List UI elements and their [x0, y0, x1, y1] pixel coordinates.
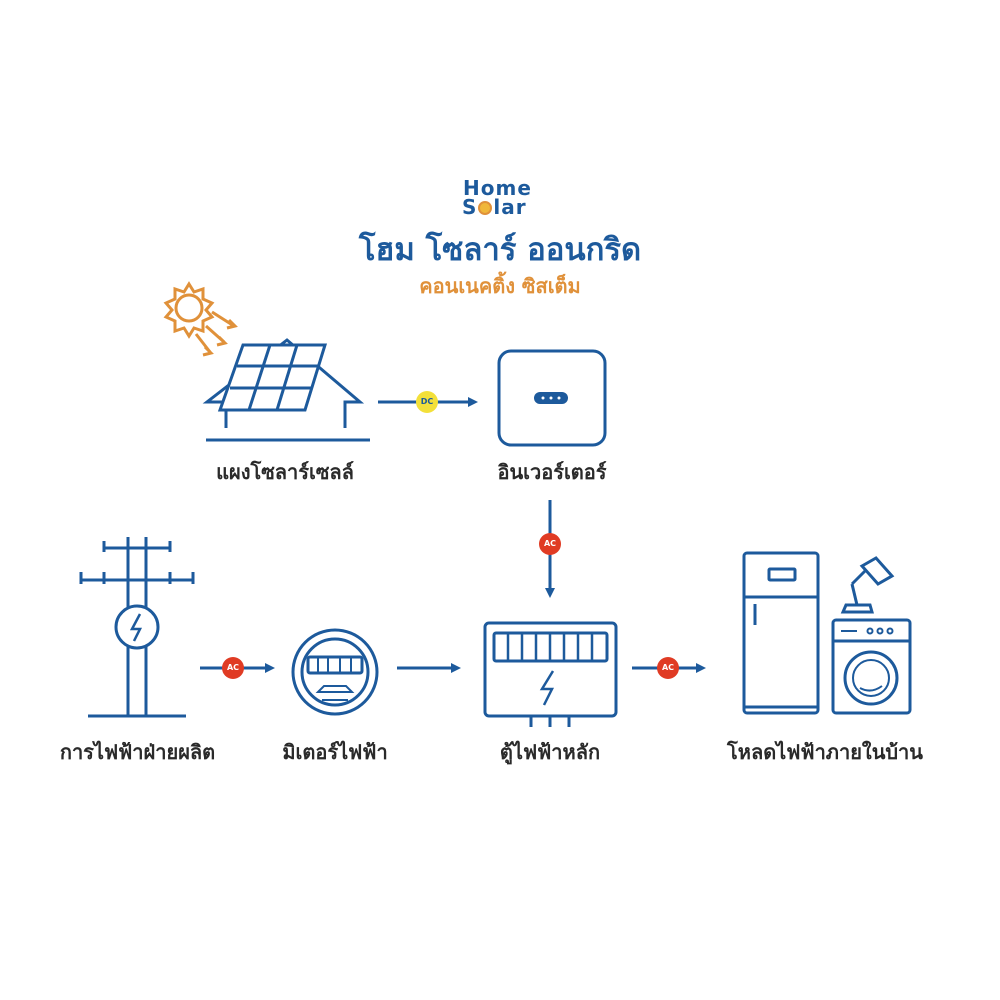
page-subtitle: คอนเนคติ้ง ซิสเต็ม	[419, 274, 581, 298]
dc-badge: DC	[416, 391, 438, 413]
solar-house-icon	[202, 338, 370, 442]
logo-home: Home	[463, 176, 532, 200]
label-home-load: โหลดไฟฟ้าภายในบ้าน	[727, 740, 923, 764]
sun-icon	[163, 281, 238, 357]
logo-s: S	[462, 195, 478, 219]
refrigerator-icon	[742, 551, 820, 715]
electric-meter-icon	[291, 628, 379, 716]
main-panel-icon	[483, 621, 618, 727]
ac-badge-panel: AC	[657, 657, 679, 679]
label-utility: การไฟฟ้าฝ่ายผลิต	[59, 740, 216, 764]
label-inverter: อินเวอร์เตอร์	[497, 460, 607, 484]
inverter-icon	[497, 349, 607, 447]
label-meter: มิเตอร์ไฟฟ้า	[282, 740, 388, 764]
washing-machine-icon	[831, 618, 912, 715]
page-title: โฮม โซลาร์ ออนกริด	[358, 232, 642, 268]
ac-badge-utility: AC	[222, 657, 244, 679]
ac-badge-inverter: AC	[539, 533, 561, 555]
logo-lar: lar	[493, 195, 527, 219]
desk-lamp-icon	[840, 556, 895, 614]
power-pole-icon	[79, 537, 195, 718]
label-main-panel: ตู้ไฟฟ้าหลัก	[499, 740, 601, 764]
logo-sun-icon	[478, 201, 493, 215]
label-solar-panel: แผงโซลาร์เซลล์	[216, 460, 354, 484]
